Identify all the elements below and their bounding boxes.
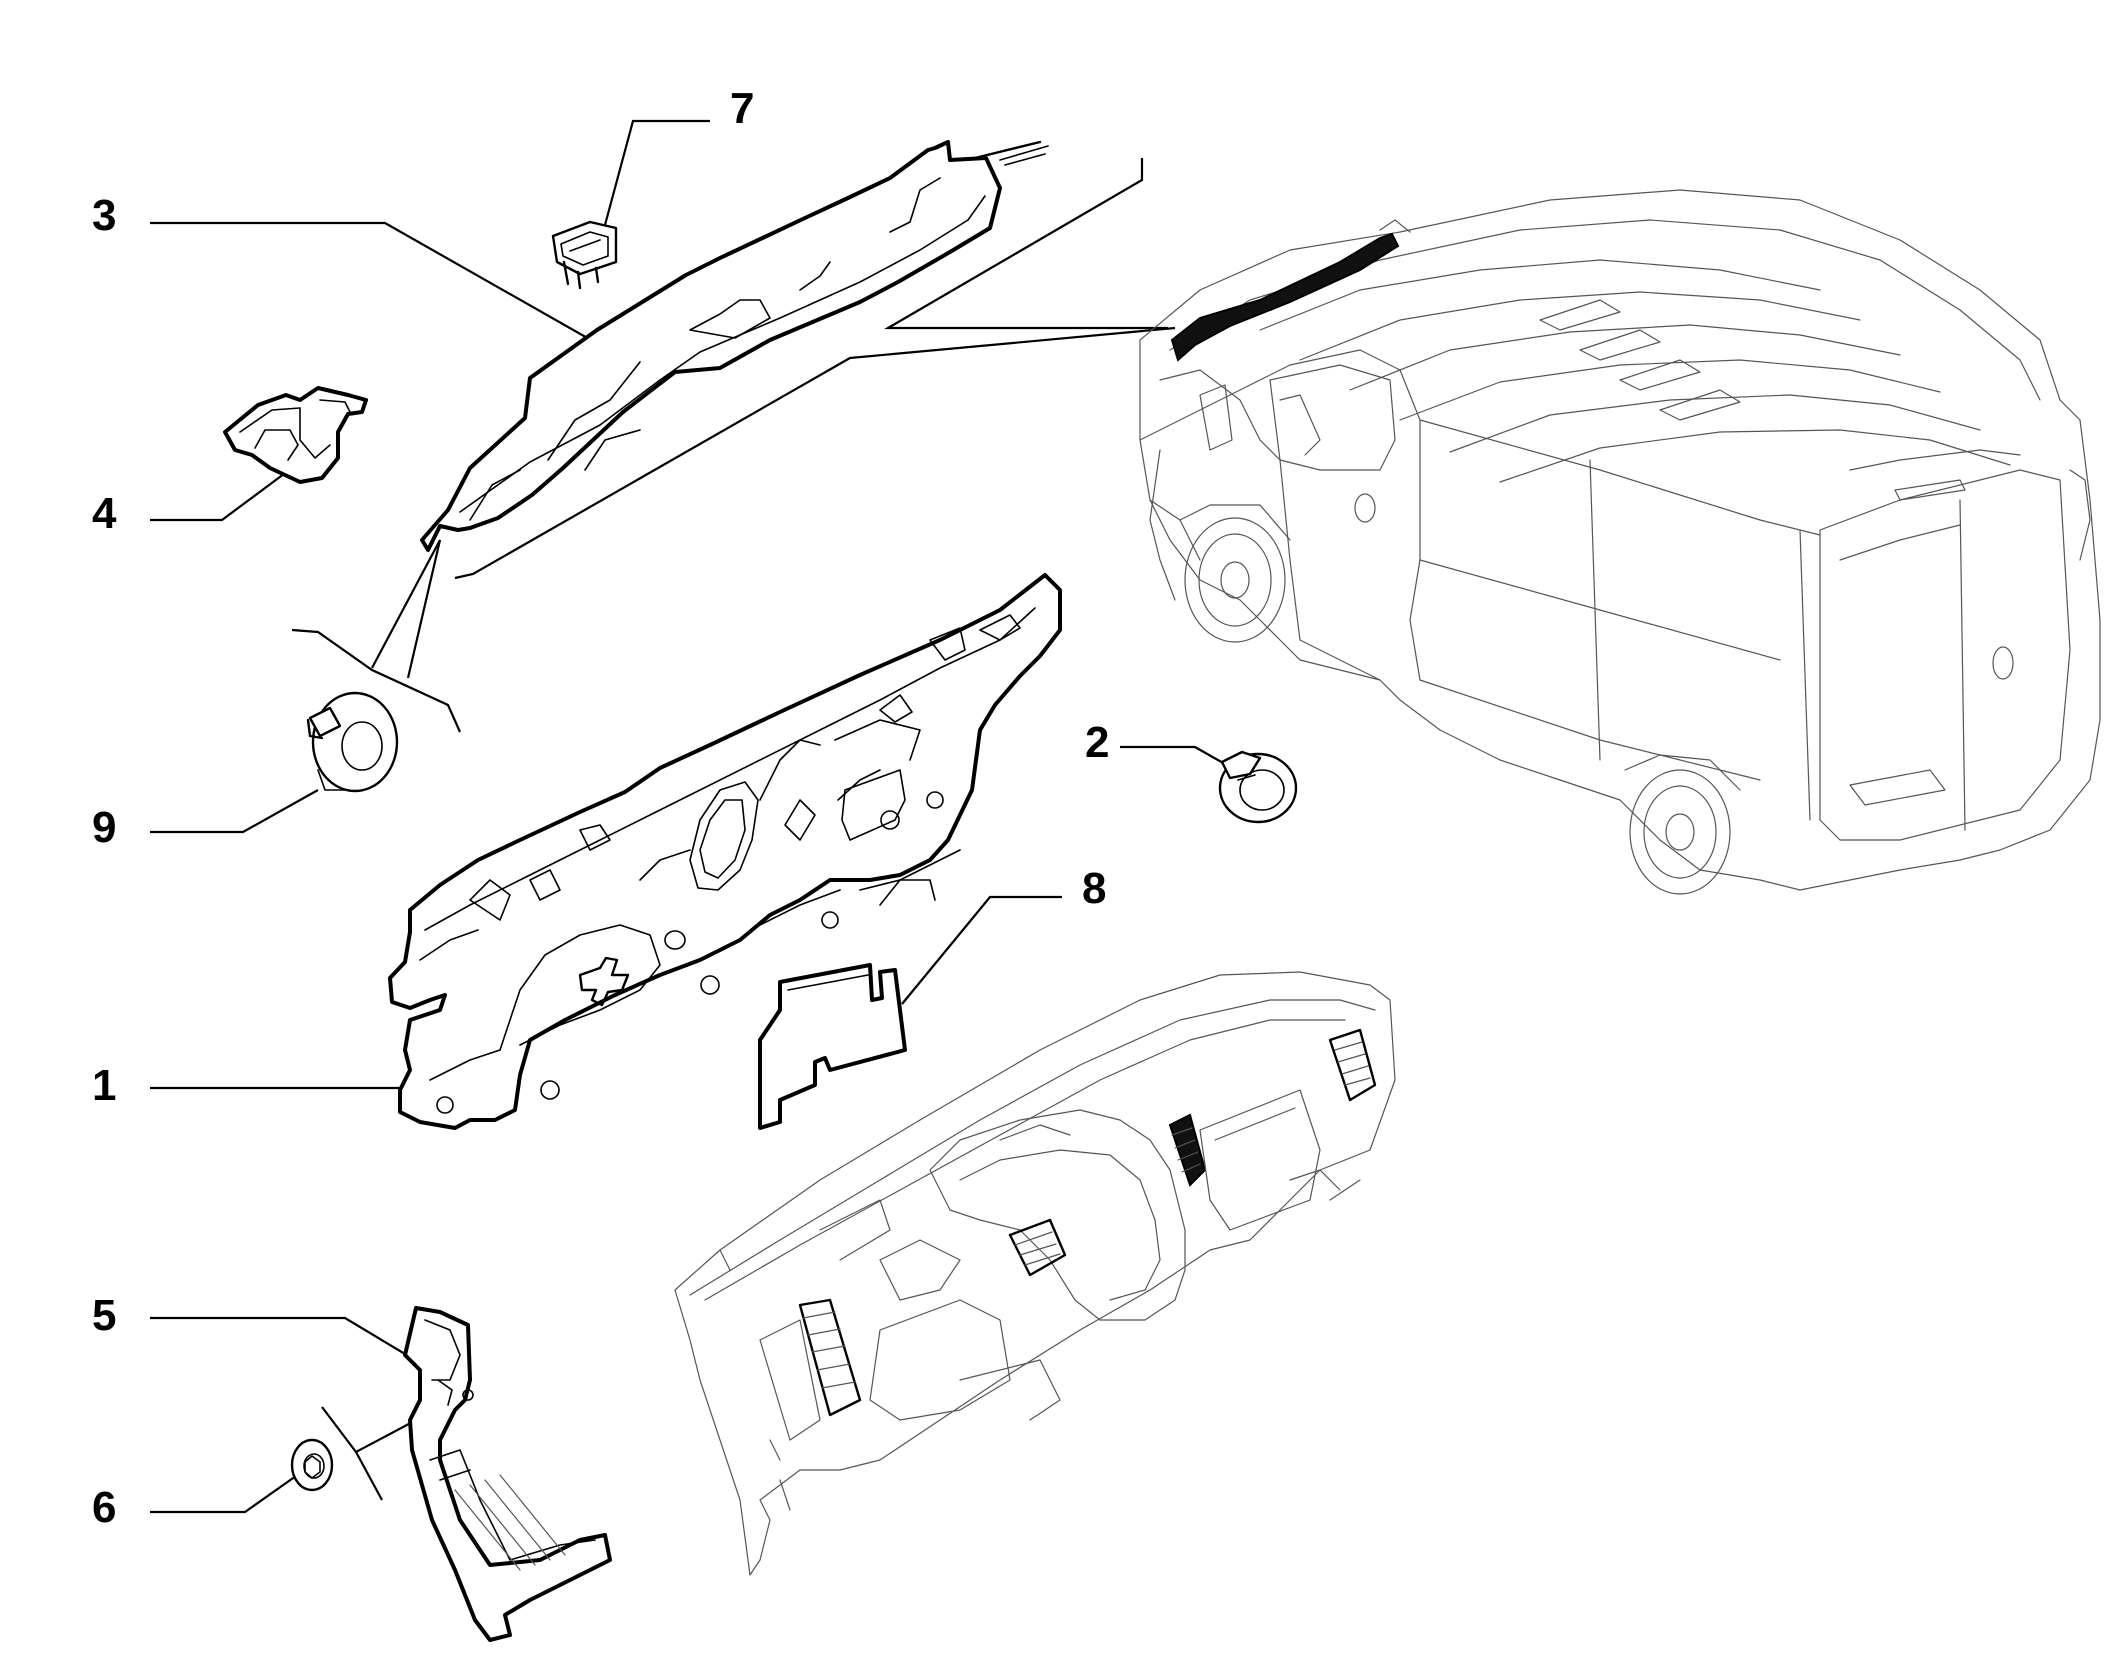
part-7-clip: [551, 220, 618, 290]
part-6-nut: [290, 1438, 334, 1492]
part-1-dash-insulation: [388, 573, 1062, 1130]
callout-9: 9: [92, 803, 116, 852]
leader-9: [150, 789, 319, 834]
callout-5: 5: [92, 1291, 116, 1340]
leader-5: [150, 1316, 416, 1361]
van-context: [1139, 189, 2101, 895]
location-line-lower: [454, 326, 1176, 580]
leader-8: [901, 895, 1062, 1005]
leader-7: [603, 119, 710, 226]
leader-4: [150, 461, 301, 522]
callout-4: 4: [92, 489, 117, 538]
callout-6: 6: [92, 1483, 116, 1532]
van-seal-highlight: [1170, 232, 1400, 362]
break-line-9a: [291, 628, 462, 733]
break-line-9c: [406, 539, 442, 679]
dashboard-context: [674, 971, 1396, 1576]
leader-lines: [150, 119, 1233, 1514]
callout-1: 1: [92, 1061, 116, 1110]
part-9-fastener: [306, 691, 399, 793]
part-3-upper-seal: [420, 140, 1049, 552]
callout-3: 3: [92, 191, 116, 240]
leader-3: [150, 221, 613, 353]
part-4-clip: [223, 386, 368, 484]
part-2-grommet: [1218, 750, 1298, 824]
part-5-side-trim: [403, 1306, 612, 1642]
part-8-pad: [758, 963, 907, 1130]
callout-8: 8: [1082, 864, 1106, 913]
break-line-9b: [371, 539, 441, 669]
callout-7: 7: [730, 84, 754, 133]
location-line-upper: [883, 158, 1168, 330]
break-line-6a: [321, 1406, 421, 1454]
break-line-6b: [355, 1451, 383, 1501]
callout-2: 2: [1085, 718, 1109, 767]
leader-6: [150, 1475, 297, 1514]
leader-2: [1120, 745, 1233, 769]
